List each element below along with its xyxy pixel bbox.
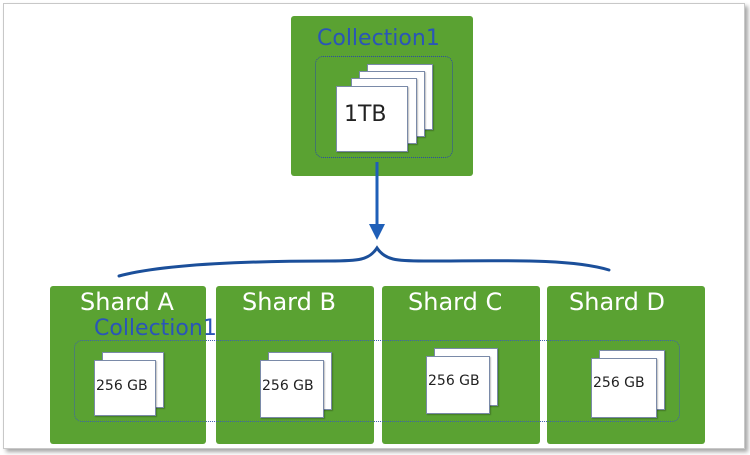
shard-c-page-front bbox=[426, 356, 490, 414]
shard-brace bbox=[117, 245, 611, 278]
shard-b-page-front bbox=[260, 360, 324, 418]
source-size-label: 1TB bbox=[344, 102, 387, 127]
sharded-collection-boundary bbox=[74, 340, 680, 422]
shard-box-a: Shard A 256 GB bbox=[50, 286, 206, 444]
shard-box-c: Shard C 256 GB bbox=[382, 286, 540, 444]
shard-title-d: Shard D bbox=[569, 288, 665, 316]
shard-a-page-front bbox=[94, 360, 156, 416]
shard-c-size: 256 GB bbox=[428, 373, 480, 389]
sharded-collection-label: Collection1 bbox=[94, 316, 217, 341]
source-collection-boundary bbox=[315, 56, 453, 158]
shard-b-size: 256 GB bbox=[262, 378, 314, 394]
shard-d-page-front bbox=[591, 358, 657, 418]
source-collection-label: Collection1 bbox=[317, 26, 440, 51]
split-arrow-head bbox=[369, 224, 385, 240]
shard-d-size: 256 GB bbox=[593, 375, 645, 391]
shard-title-b: Shard B bbox=[242, 288, 336, 316]
connector-overlay bbox=[117, 162, 611, 278]
shard-title-c: Shard C bbox=[408, 288, 503, 316]
shard-box-b: Shard B 256 GB bbox=[216, 286, 374, 444]
shard-a-size: 256 GB bbox=[96, 378, 148, 394]
shard-title-a: Shard A bbox=[80, 288, 174, 316]
source-collection-box: Collection1 1TB bbox=[291, 16, 473, 176]
diagram-frame: Collection1 1TB Shard A 256 GB Shard B 2… bbox=[3, 3, 745, 449]
doc-page-front bbox=[336, 86, 408, 152]
